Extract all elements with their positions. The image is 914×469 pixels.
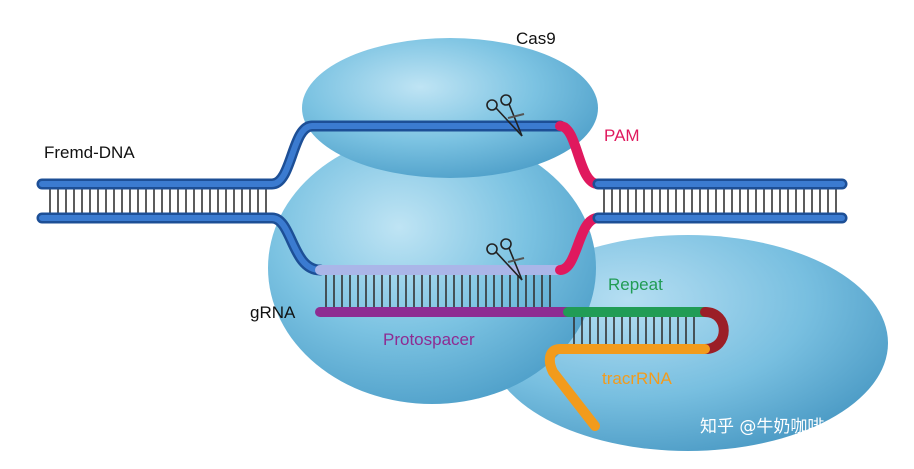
cas9-upper-lobe xyxy=(302,38,598,178)
cas9-label: Cas9 xyxy=(516,29,556,48)
scissors-icon xyxy=(486,238,525,281)
scissors-icon xyxy=(486,94,525,137)
grna-loop xyxy=(700,307,729,354)
grna xyxy=(315,307,729,431)
dna-rungs xyxy=(49,189,837,344)
dna-top-strand xyxy=(36,120,848,190)
tracrrna-label: tracrRNA xyxy=(602,369,673,388)
grna-label: gRNA xyxy=(250,303,296,322)
pam-label: PAM xyxy=(604,126,640,145)
tracrrna-segment xyxy=(544,344,710,431)
dna-bottom-strand xyxy=(36,212,848,276)
fremd-dna-label: Fremd-DNA xyxy=(44,143,135,162)
protospacer-label: Protospacer xyxy=(383,330,475,349)
watermark: 知乎 @牛奶咖啡 xyxy=(700,417,824,437)
repeat-label: Repeat xyxy=(608,275,663,294)
